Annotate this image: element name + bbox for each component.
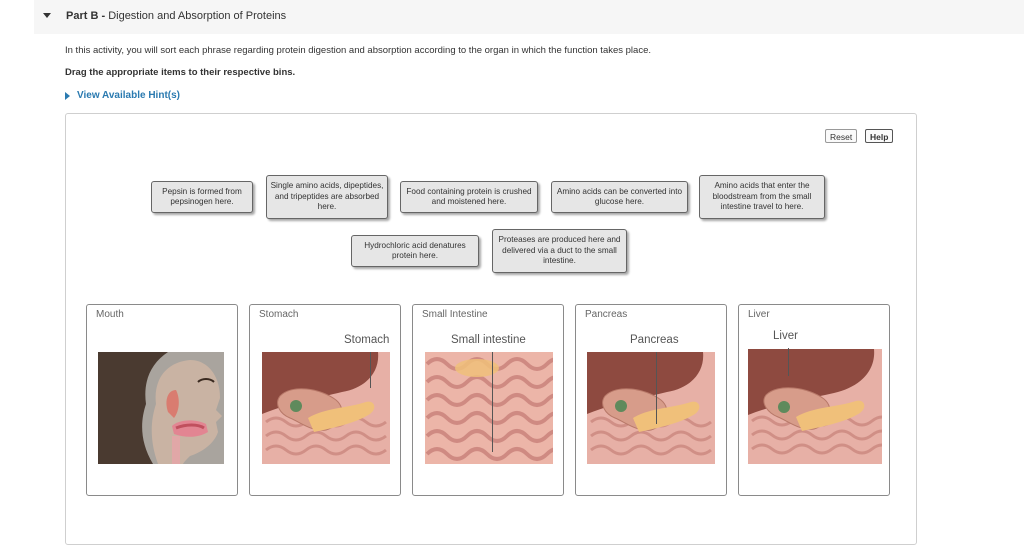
instruction-text: Drag the appropriate items to their resp… — [65, 67, 296, 78]
label-leader-line — [370, 352, 371, 388]
caret-right-icon — [65, 91, 70, 100]
stomach-illustration — [262, 352, 390, 464]
help-button[interactable]: Help — [865, 129, 894, 143]
draggable-item[interactable]: Food containing protein is crushed and m… — [400, 181, 538, 213]
bin-pancreas[interactable]: Pancreas Pancreas — [575, 304, 727, 496]
bin-small-intestine[interactable]: Small Intestine Small intestine — [412, 304, 564, 496]
label-leader-line — [656, 352, 657, 424]
draggable-item[interactable]: Hydrochloric acid denatures protein here… — [351, 235, 479, 267]
bin-title: Pancreas — [585, 309, 628, 320]
intro-text: In this activity, you will sort each phr… — [65, 45, 651, 56]
bin-mouth[interactable]: Mouth — [86, 304, 238, 496]
small-intestine-illustration — [425, 352, 553, 464]
label-leader-line — [788, 348, 789, 376]
organ-label: Liver — [773, 330, 798, 342]
bin-liver[interactable]: Liver Liver — [738, 304, 890, 496]
mouth-illustration — [98, 352, 224, 464]
bin-title: Stomach — [259, 309, 299, 320]
bin-title: Small Intestine — [422, 309, 488, 320]
organ-label: Pancreas — [630, 334, 679, 346]
draggable-item[interactable]: Pepsin is formed from pepsinogen here. — [151, 181, 253, 213]
pancreas-illustration — [587, 352, 715, 464]
part-header[interactable]: Part B - Digestion and Absorption of Pro… — [34, 0, 1024, 34]
bin-stomach[interactable]: Stomach Stomach — [249, 304, 401, 496]
organ-label: Small intestine — [451, 334, 526, 346]
part-title: Part B - Digestion and Absorption of Pro… — [66, 10, 287, 22]
label-leader-line — [492, 352, 493, 452]
liver-illustration — [748, 349, 882, 464]
bin-title: Mouth — [96, 309, 124, 320]
draggable-item[interactable]: Proteases are produced here and delivere… — [492, 229, 627, 273]
reset-button[interactable]: Reset — [825, 129, 858, 143]
view-hints-link[interactable]: View Available Hint(s) — [65, 90, 180, 101]
organ-label: Stomach — [344, 334, 390, 346]
bin-title: Liver — [748, 309, 770, 320]
draggable-item[interactable]: Amino acids that enter the bloodstream f… — [699, 175, 825, 219]
caret-down-icon[interactable] — [43, 13, 51, 18]
draggable-item[interactable]: Single amino acids, dipeptides, and trip… — [266, 175, 388, 219]
draggable-item[interactable]: Amino acids can be converted into glucos… — [551, 181, 688, 213]
